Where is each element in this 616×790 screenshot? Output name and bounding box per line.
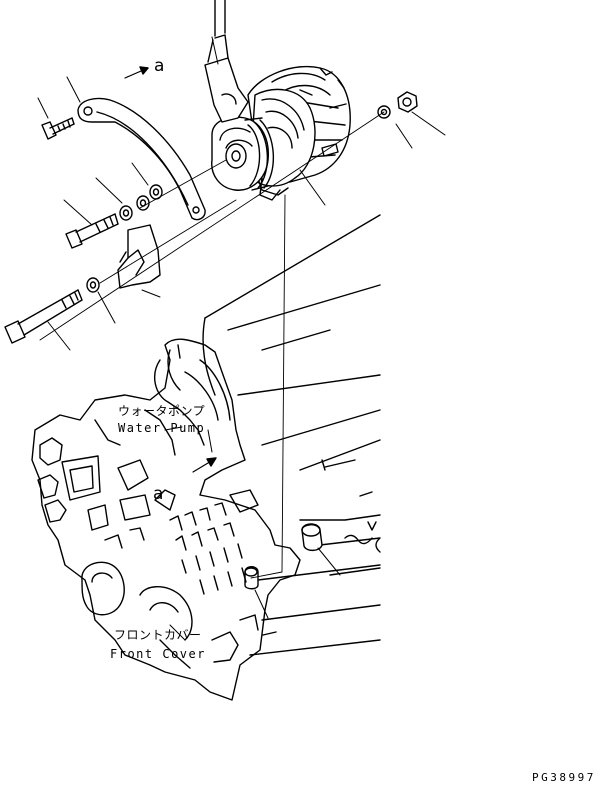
water-pump-label-en: Water Pump (118, 421, 206, 435)
front-cover-label-jp: フロントカバー (114, 628, 202, 642)
front-cover-label-en: Front Cover (110, 647, 206, 661)
water-pump-label-jp: ウォータポンプ (118, 404, 206, 418)
drawing-code: PG38997 (532, 771, 596, 784)
adjusting-plate (77, 97, 206, 221)
front-cover (31, 338, 301, 701)
leader-lines (37, 36, 446, 641)
engine-block (202, 214, 381, 656)
view-label-a-bottom: a (153, 484, 164, 504)
view-arrow-top (124, 66, 149, 79)
alternator (204, 0, 351, 201)
mounting-bracket (117, 224, 161, 289)
assembly-lines (39, 111, 385, 579)
hardware (4, 91, 418, 590)
view-arrow-bottom (192, 457, 217, 473)
view-label-a-top: a (154, 56, 165, 76)
